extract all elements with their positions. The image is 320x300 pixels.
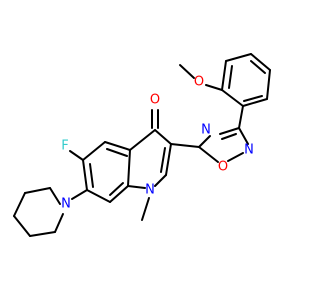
bond-c8-c8a — [109, 185, 129, 203]
bond-c4-c3 — [154, 129, 172, 145]
bond-methyl-o — [179, 64, 195, 79]
bond-n1-c8a — [127, 185, 146, 189]
bond-ph-1-inner — [228, 65, 233, 89]
bonds — [13, 53, 271, 237]
bond-c6-f — [69, 150, 84, 161]
bond-pip-c4-c5 — [13, 215, 31, 237]
bond-ph-4 — [266, 69, 271, 100]
atom-label-oxadiazole-n-right: N — [244, 143, 254, 158]
atom-label-quinolone-n: N — [145, 183, 155, 198]
atom-label-piperidine-n: N — [61, 197, 71, 212]
bond-c6-c7-inner — [89, 163, 94, 188]
atom-label-methoxy-o: O — [194, 75, 204, 90]
atom-label-oxadiazole-o: O — [218, 160, 228, 175]
bond-o-aryl — [205, 84, 223, 91]
bond-c8-c8a-inner — [109, 182, 124, 196]
bond-n-methyl — [141, 197, 150, 221]
bond-ph-3 — [250, 53, 271, 71]
bond-ph-3-inner — [250, 60, 266, 74]
bond-ox-c3-n4-inner — [221, 133, 237, 140]
bond-c5-c6 — [82, 141, 106, 161]
bond-ox-n2-c3 — [238, 127, 249, 145]
bond-c3-c2-inner — [160, 147, 166, 173]
bond-c2-n1 — [154, 174, 167, 187]
bond-ox-n4-c5 — [198, 135, 211, 148]
molecule-canvas: O O N N O F N N — [13, 53, 271, 237]
bond-ph-1 — [221, 60, 227, 91]
molecule-structure: O O N N O F N N — [13, 53, 271, 237]
bond-ox-c3-n4 — [219, 127, 240, 135]
atom-labels: O O N N O F N N — [61, 75, 254, 212]
bond-c4a-c4 — [129, 129, 156, 151]
bond-ph-5-inner — [243, 95, 263, 102]
bond-ph-6 — [221, 89, 244, 107]
bond-ph-2 — [225, 53, 252, 62]
bond-pip-c6-n — [54, 213, 64, 233]
bond-c6-c7 — [82, 159, 88, 191]
bond-pip-c2-c3 — [24, 187, 51, 194]
bond-pip-n-c2 — [49, 187, 61, 205]
bond-c7-c8 — [86, 189, 111, 203]
bond-ox-o1-n2 — [227, 152, 244, 162]
atom-label-oxadiazole-n-top: N — [201, 123, 211, 138]
bond-ox-c5-o1 — [198, 146, 219, 163]
bond-c4a-c5-inner — [106, 148, 128, 157]
bond-oxadiazole-quinolone — [170, 143, 200, 148]
atom-label-ketone-o: O — [150, 93, 160, 108]
bond-pip-c3-c4 — [13, 192, 26, 217]
bond-ph-5 — [242, 98, 268, 107]
bond-pip-c5-c6 — [29, 231, 56, 237]
atom-label-fluorine: F — [61, 139, 68, 154]
bond-c7-n — [71, 189, 88, 200]
bond-ph-oxadiazole — [238, 105, 244, 129]
bond-c3-c2 — [165, 143, 172, 176]
bond-c4a-c5 — [104, 141, 131, 151]
bond-c8a-c4a — [127, 149, 131, 187]
